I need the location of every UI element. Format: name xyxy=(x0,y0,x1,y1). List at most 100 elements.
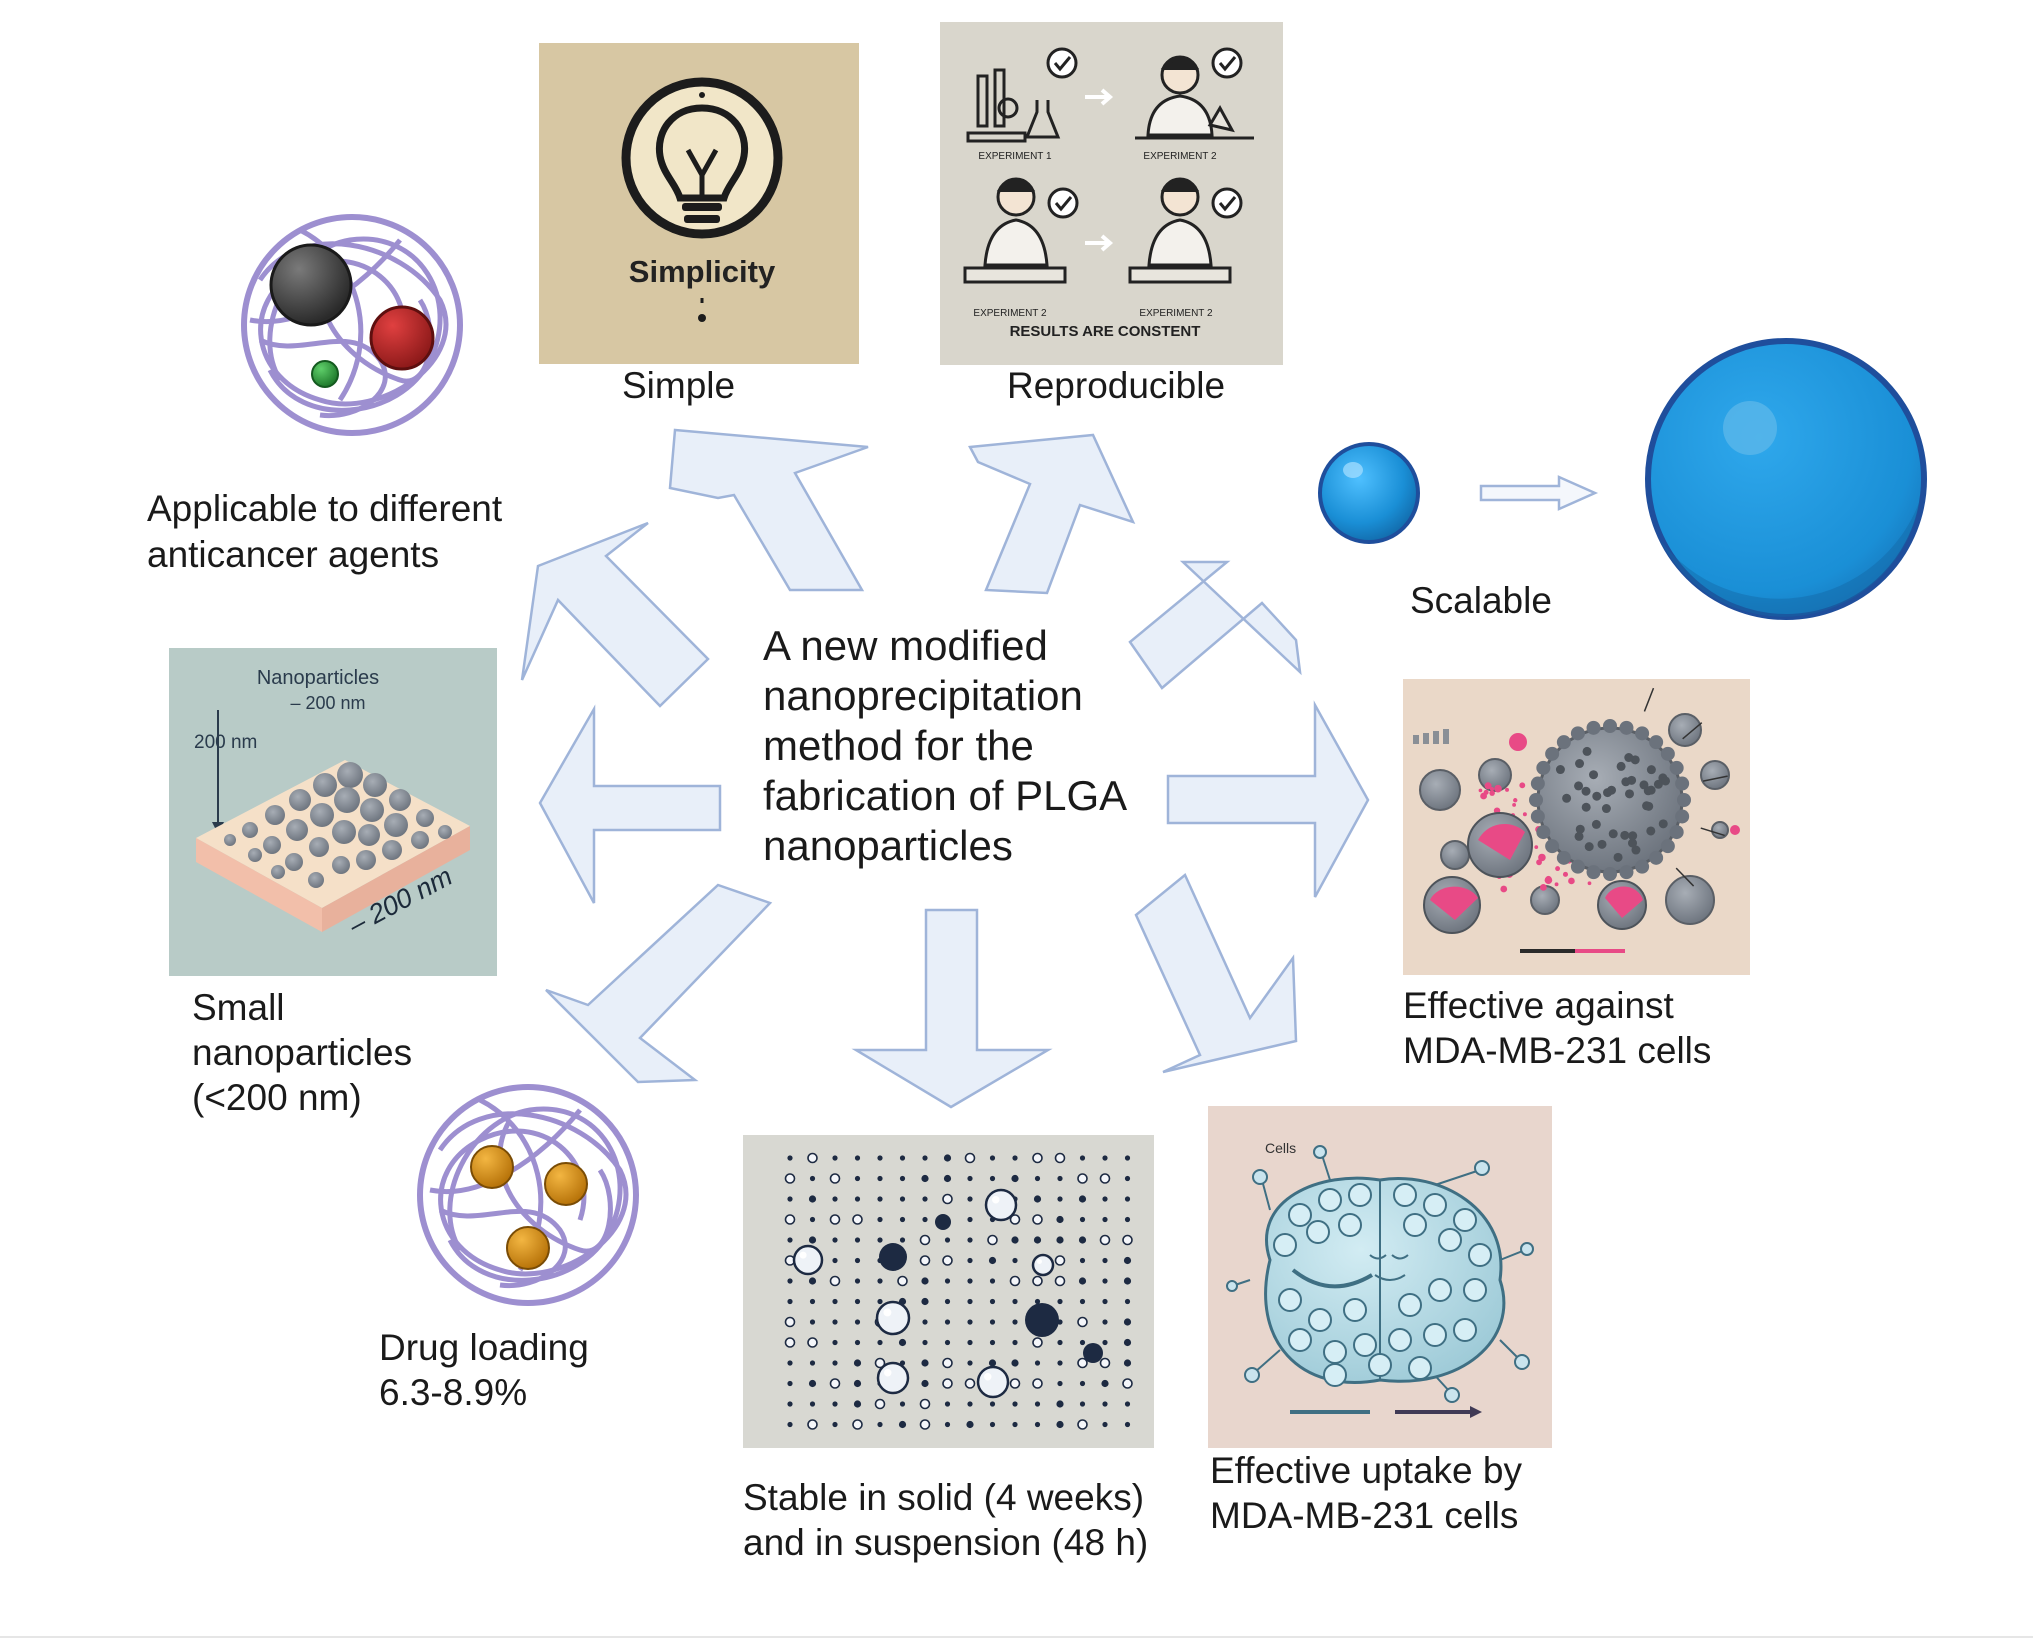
uptake-bump xyxy=(1323,1340,1347,1364)
stable-dot xyxy=(1079,1216,1086,1223)
stable-dot xyxy=(1054,1152,1066,1164)
cell-spot xyxy=(1581,786,1591,796)
cell-spike xyxy=(1677,793,1691,807)
stable-dot xyxy=(1054,1255,1066,1266)
drug-molecule-orange xyxy=(470,1145,514,1189)
stable-dot xyxy=(922,1196,928,1202)
stable-dot xyxy=(1102,1319,1108,1325)
stable-dot xyxy=(943,1154,952,1162)
stable-dot xyxy=(944,1278,951,1284)
stable-bubble xyxy=(876,1361,910,1395)
stable-dot xyxy=(967,1257,973,1264)
center-title-line4: fabrication of PLGA xyxy=(763,772,1127,819)
drug-dot xyxy=(1568,877,1575,885)
small-panel-scale: 200 nm xyxy=(194,732,257,753)
stable-dot xyxy=(787,1298,793,1305)
checkmark-icon xyxy=(1211,47,1243,79)
stable-dot xyxy=(877,1155,883,1161)
uptake-bump xyxy=(1398,1293,1422,1317)
applicable-label-line1: Applicable to different xyxy=(147,488,503,529)
drug-dot xyxy=(1562,871,1569,877)
arrow-to-drug-loading xyxy=(545,883,773,1084)
stable-dot xyxy=(787,1380,793,1387)
cell-spike xyxy=(1545,839,1560,854)
stable-bubble-highlight xyxy=(992,1196,1000,1204)
particle xyxy=(1700,760,1730,790)
arrow-to-reproducible xyxy=(968,433,1136,595)
stable-dot xyxy=(1124,1175,1131,1182)
reproducible-caption-2: EXPERIMENT 2 xyxy=(1143,151,1217,162)
drug-dot xyxy=(1536,859,1542,866)
stable-dot xyxy=(808,1236,817,1244)
stable-dot xyxy=(784,1337,796,1348)
stable-dot xyxy=(943,1174,952,1183)
cell-spot xyxy=(1646,765,1656,775)
particle xyxy=(1711,821,1729,839)
cell-spot xyxy=(1574,831,1584,841)
uptake-bump xyxy=(1338,1213,1362,1237)
arrow-to-simple xyxy=(668,428,869,592)
stable-dot xyxy=(877,1216,883,1223)
stable-dot xyxy=(832,1155,838,1161)
drug-dot xyxy=(1500,885,1508,893)
stable-dot xyxy=(919,1419,931,1430)
stable-dot xyxy=(829,1173,841,1184)
cell-spike xyxy=(1675,776,1690,791)
stable-dot xyxy=(942,1357,953,1369)
stable-dot xyxy=(1122,1234,1133,1246)
motion-line xyxy=(1675,867,1695,887)
drug-dot xyxy=(1554,882,1559,887)
drug-molecule-green xyxy=(311,360,339,388)
cell-spot xyxy=(1591,819,1601,829)
cell-spot xyxy=(1653,779,1663,789)
cell-spike xyxy=(1570,726,1585,741)
cell-spot xyxy=(1601,804,1611,814)
stable-bubble-highlight xyxy=(799,1251,807,1259)
stable-dot xyxy=(1122,1378,1133,1389)
stable-dot xyxy=(1009,1214,1021,1225)
stable-dot xyxy=(832,1237,838,1243)
checkmark-icon xyxy=(1211,187,1243,219)
stable-dot xyxy=(1079,1339,1086,1346)
small-label-line2: nanoparticles xyxy=(192,1032,412,1073)
stable-dot xyxy=(829,1378,841,1389)
stable-dot xyxy=(1124,1401,1131,1407)
stable-dot xyxy=(899,1401,906,1407)
stable-dot xyxy=(1057,1339,1063,1346)
stable-dot xyxy=(852,1419,863,1430)
cell-spot xyxy=(1616,761,1626,771)
stable-dot xyxy=(787,1196,793,1202)
drug-dot xyxy=(1494,784,1502,793)
stable-dot xyxy=(898,1420,907,1429)
stable-dot xyxy=(1057,1380,1063,1387)
stable-bubble-highlight xyxy=(884,1369,892,1377)
cell-spot xyxy=(1644,801,1654,811)
stable-bubble xyxy=(879,1243,907,1271)
stable-dot xyxy=(964,1378,976,1389)
arrow-to-applicable xyxy=(520,521,710,708)
cell-spot xyxy=(1624,753,1634,763)
stable-bubble-highlight xyxy=(1037,1259,1042,1264)
stable-dot xyxy=(964,1152,976,1164)
stable-dot xyxy=(967,1360,973,1366)
stable-dot xyxy=(921,1359,929,1367)
cell-spike xyxy=(1635,859,1650,874)
stable-dot xyxy=(877,1237,883,1243)
stable-dot xyxy=(967,1196,973,1202)
stable-dot xyxy=(809,1216,816,1223)
stable-dot xyxy=(1011,1174,1019,1183)
uptake-bump xyxy=(1388,1328,1412,1352)
stable-dot xyxy=(1124,1216,1131,1223)
stable-dot xyxy=(874,1357,886,1369)
stable-dot xyxy=(1056,1215,1064,1224)
drug-dot xyxy=(1534,845,1539,849)
uptake-bump xyxy=(1453,1318,1477,1342)
cell-spike xyxy=(1586,720,1601,735)
stable-dot xyxy=(832,1339,838,1346)
cell-spike xyxy=(1536,825,1551,840)
stable-dot xyxy=(922,1339,928,1346)
stable-dot xyxy=(989,1401,996,1407)
stable-dot xyxy=(784,1173,796,1184)
arrow-to-stable xyxy=(851,908,1053,1109)
